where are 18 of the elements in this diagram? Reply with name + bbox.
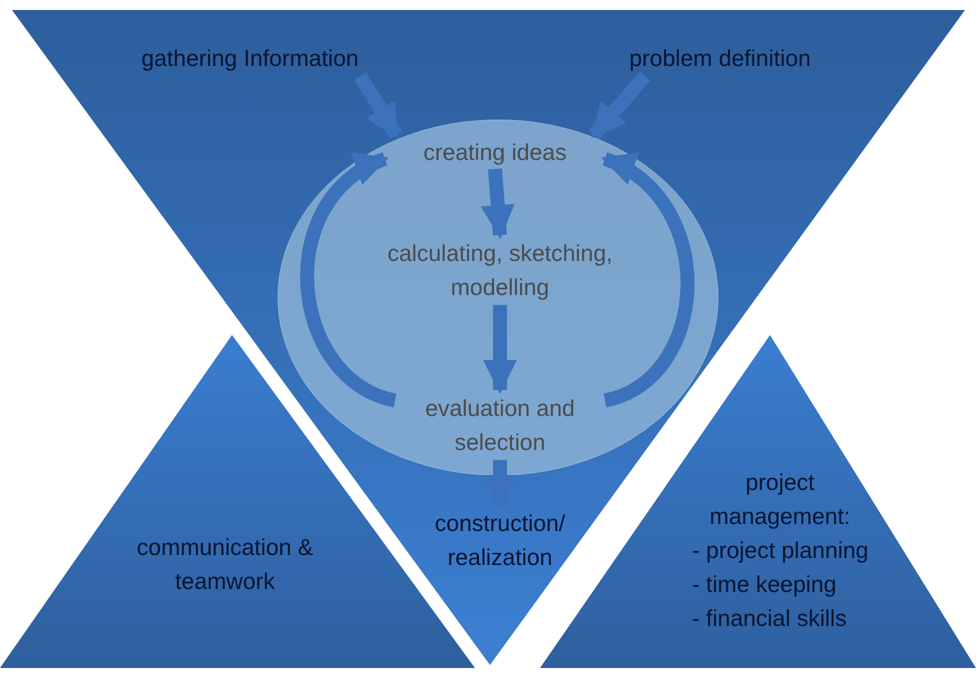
block-arrow <box>483 305 517 394</box>
block-arrow <box>354 72 402 139</box>
block-arrow <box>483 460 517 509</box>
list-item: - time keeping <box>692 570 838 599</box>
list-item: - financial skills <box>692 604 848 633</box>
step-label: construction/ realization <box>405 505 595 575</box>
block-arrow <box>480 168 515 239</box>
step-label: gathering Information <box>105 40 395 76</box>
panel-heading: project management: <box>708 468 852 531</box>
block-arrow <box>601 152 694 408</box>
block-arrow <box>300 152 398 408</box>
list-item: - project planning <box>692 536 870 565</box>
step-label: creating ideas <box>385 135 605 169</box>
block-arrow <box>588 71 650 140</box>
step-label: evaluation and selection <box>395 390 605 460</box>
panel-text: communication & teamwork <box>136 533 314 596</box>
step-label: problem definition <box>595 40 845 76</box>
step-label: calculating, sketching, modelling <box>355 235 645 305</box>
